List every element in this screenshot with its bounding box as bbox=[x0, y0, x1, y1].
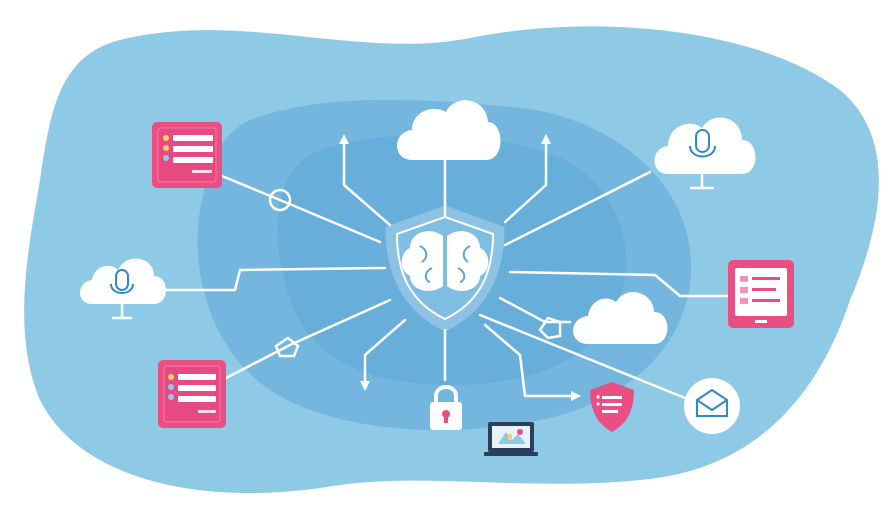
line-to-cloud-top-right bbox=[503, 170, 652, 247]
arrow-up-right bbox=[541, 134, 551, 144]
line-to-server-top-left bbox=[220, 174, 382, 244]
cloud-microphone-icon bbox=[654, 117, 756, 190]
server-panel-icon bbox=[158, 360, 226, 428]
junction-circle-top-left bbox=[268, 188, 292, 212]
cloud-icon bbox=[397, 100, 501, 160]
arrow-down-left bbox=[360, 381, 370, 391]
line-to-server-bottom-left bbox=[224, 298, 392, 380]
shield-brain-icon bbox=[385, 205, 505, 332]
cloud-microphone-icon bbox=[80, 258, 166, 320]
laptop-icon bbox=[484, 422, 538, 456]
line-to-mail bbox=[478, 313, 692, 402]
document-panel-icon bbox=[728, 260, 794, 328]
line-to-shield-bottom bbox=[483, 323, 577, 398]
line-to-document bbox=[508, 270, 730, 298]
junction-marker-bottom-left bbox=[274, 336, 300, 358]
arrowheads bbox=[339, 134, 581, 401]
line-down-left bbox=[363, 318, 407, 387]
shield-doc-icon bbox=[590, 382, 634, 432]
padlock-icon bbox=[430, 385, 462, 430]
server-panel-icon bbox=[152, 122, 222, 188]
line-up-right bbox=[503, 138, 548, 224]
line-up-left bbox=[342, 138, 392, 227]
junction-marker-right bbox=[538, 316, 562, 340]
mail-icon bbox=[684, 378, 740, 434]
arrow-up-left bbox=[339, 134, 349, 144]
line-to-cloud-left bbox=[163, 266, 387, 292]
arrow-right-shield bbox=[571, 391, 581, 401]
cloud-icon bbox=[573, 291, 668, 344]
